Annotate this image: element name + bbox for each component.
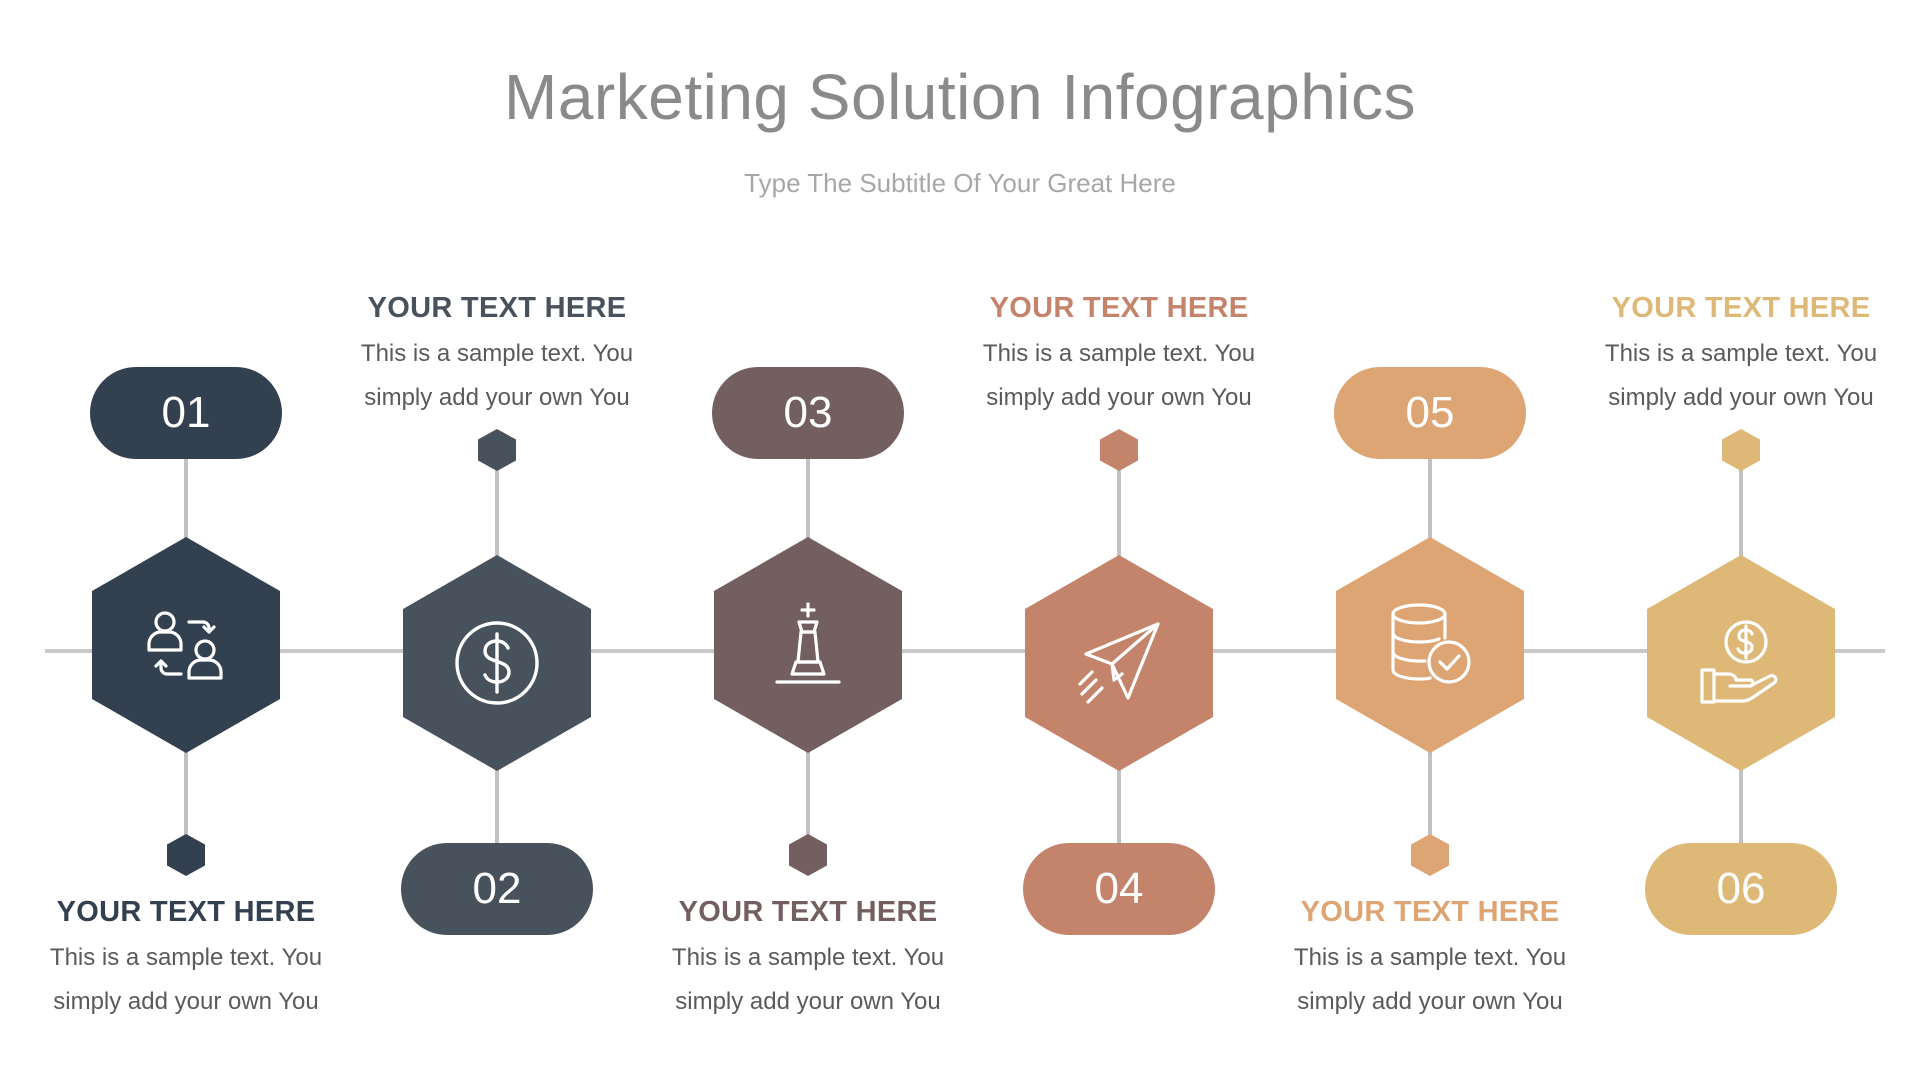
step-3-number-pill: 03 bbox=[712, 367, 904, 459]
step-1-number-pill: 01 bbox=[90, 367, 282, 459]
step-4-description-line1: This is a sample text. You bbox=[982, 340, 1256, 367]
step-5-hexagon bbox=[1336, 537, 1524, 753]
step-4-marker bbox=[1100, 429, 1138, 471]
step-3-number: 03 bbox=[783, 388, 833, 437]
step-6-connector-top bbox=[1739, 470, 1743, 560]
step-1-label: YOUR TEXT HERE This is a sample text. Yo… bbox=[26, 892, 346, 1024]
step-2-hexagon bbox=[403, 555, 591, 771]
step-2-number-pill: 02 bbox=[401, 843, 593, 935]
step-3-connector-bottom bbox=[806, 750, 810, 855]
step-2-connector-top bbox=[495, 470, 499, 560]
step-5-description-line2: simply add your own You bbox=[1297, 988, 1563, 1015]
paper-plane-icon bbox=[1078, 622, 1160, 704]
step-4-number-pill: 04 bbox=[1023, 843, 1215, 935]
step-1-description: This is a sample text. You simply add yo… bbox=[26, 936, 346, 1024]
step-4-label: YOUR TEXT HERE This is a sample text. Yo… bbox=[959, 288, 1279, 420]
step-3-connector-top bbox=[806, 458, 810, 548]
step-1-connector-bottom bbox=[184, 750, 188, 855]
step-1-number: 01 bbox=[161, 388, 211, 437]
step-4-number: 04 bbox=[1094, 864, 1144, 913]
step-6-marker bbox=[1722, 429, 1760, 471]
step-5-description-line1: This is a sample text. You bbox=[1293, 944, 1567, 971]
step-3-marker bbox=[789, 834, 827, 876]
step-5-connector-top bbox=[1428, 458, 1432, 548]
step-2-heading: YOUR TEXT HERE bbox=[367, 292, 627, 324]
step-5-label: YOUR TEXT HERE This is a sample text. Yo… bbox=[1270, 892, 1590, 1024]
step-1-hexagon bbox=[92, 537, 280, 753]
step-6-description-line1: This is a sample text. You bbox=[1604, 340, 1878, 367]
page-title: Marketing Solution Infographics bbox=[504, 61, 1416, 133]
step-1-description-line1: This is a sample text. You bbox=[49, 944, 323, 971]
step-6-description: This is a sample text. You simply add yo… bbox=[1581, 332, 1901, 420]
step-2-number: 02 bbox=[472, 864, 522, 913]
step-5-number-pill: 05 bbox=[1334, 367, 1526, 459]
database-check-icon bbox=[1391, 603, 1471, 684]
page-subtitle: Type The Subtitle Of Your Great Here bbox=[744, 168, 1176, 198]
step-5-connector-bottom bbox=[1428, 750, 1432, 855]
step-5-number: 05 bbox=[1405, 388, 1455, 437]
step-6-description-line2: simply add your own You bbox=[1608, 384, 1874, 411]
step-6-connector-bottom bbox=[1739, 760, 1743, 850]
step-3-description-line1: This is a sample text. You bbox=[671, 944, 945, 971]
step-3-description: This is a sample text. You simply add yo… bbox=[648, 936, 968, 1024]
step-5-heading: YOUR TEXT HERE bbox=[1300, 896, 1560, 928]
step-4-connector-bottom bbox=[1117, 760, 1121, 850]
step-1-heading: YOUR TEXT HERE bbox=[56, 896, 316, 928]
step-2-description: This is a sample text. You simply add yo… bbox=[337, 332, 657, 420]
step-6-number: 06 bbox=[1716, 864, 1766, 913]
step-4-heading: YOUR TEXT HERE bbox=[989, 292, 1249, 324]
step-1-marker bbox=[167, 834, 205, 876]
step-1-description-line2: simply add your own You bbox=[53, 988, 319, 1015]
user-exchange-icon bbox=[147, 611, 223, 680]
step-2-description-line2: simply add your own You bbox=[364, 384, 630, 411]
step-4-description-line2: simply add your own You bbox=[986, 384, 1252, 411]
step-5-description: This is a sample text. You simply add yo… bbox=[1270, 936, 1590, 1024]
step-3-hexagon bbox=[714, 537, 902, 753]
step-4-connector-top bbox=[1117, 470, 1121, 560]
step-6-number-pill: 06 bbox=[1645, 843, 1837, 935]
timeline-axis bbox=[45, 649, 1885, 653]
step-4-description: This is a sample text. You simply add yo… bbox=[959, 332, 1279, 420]
step-2-description-line1: This is a sample text. You bbox=[360, 340, 634, 367]
step-3-label: YOUR TEXT HERE This is a sample text. Yo… bbox=[648, 892, 968, 1024]
chess-king-icon bbox=[775, 602, 841, 684]
step-6-hexagon bbox=[1647, 555, 1835, 771]
hand-coin-icon bbox=[1700, 620, 1778, 704]
step-1-connector-top bbox=[184, 458, 188, 548]
dollar-coin-icon bbox=[455, 621, 539, 705]
step-3-heading: YOUR TEXT HERE bbox=[678, 896, 938, 928]
step-5-marker bbox=[1411, 834, 1449, 876]
step-2-marker bbox=[478, 429, 516, 471]
step-6-heading: YOUR TEXT HERE bbox=[1611, 292, 1871, 324]
step-4-hexagon bbox=[1025, 555, 1213, 771]
step-6-label: YOUR TEXT HERE This is a sample text. Yo… bbox=[1581, 288, 1901, 420]
step-2-connector-bottom bbox=[495, 760, 499, 850]
step-2-label: YOUR TEXT HERE This is a sample text. Yo… bbox=[337, 288, 657, 420]
step-3-description-line2: simply add your own You bbox=[675, 988, 941, 1015]
